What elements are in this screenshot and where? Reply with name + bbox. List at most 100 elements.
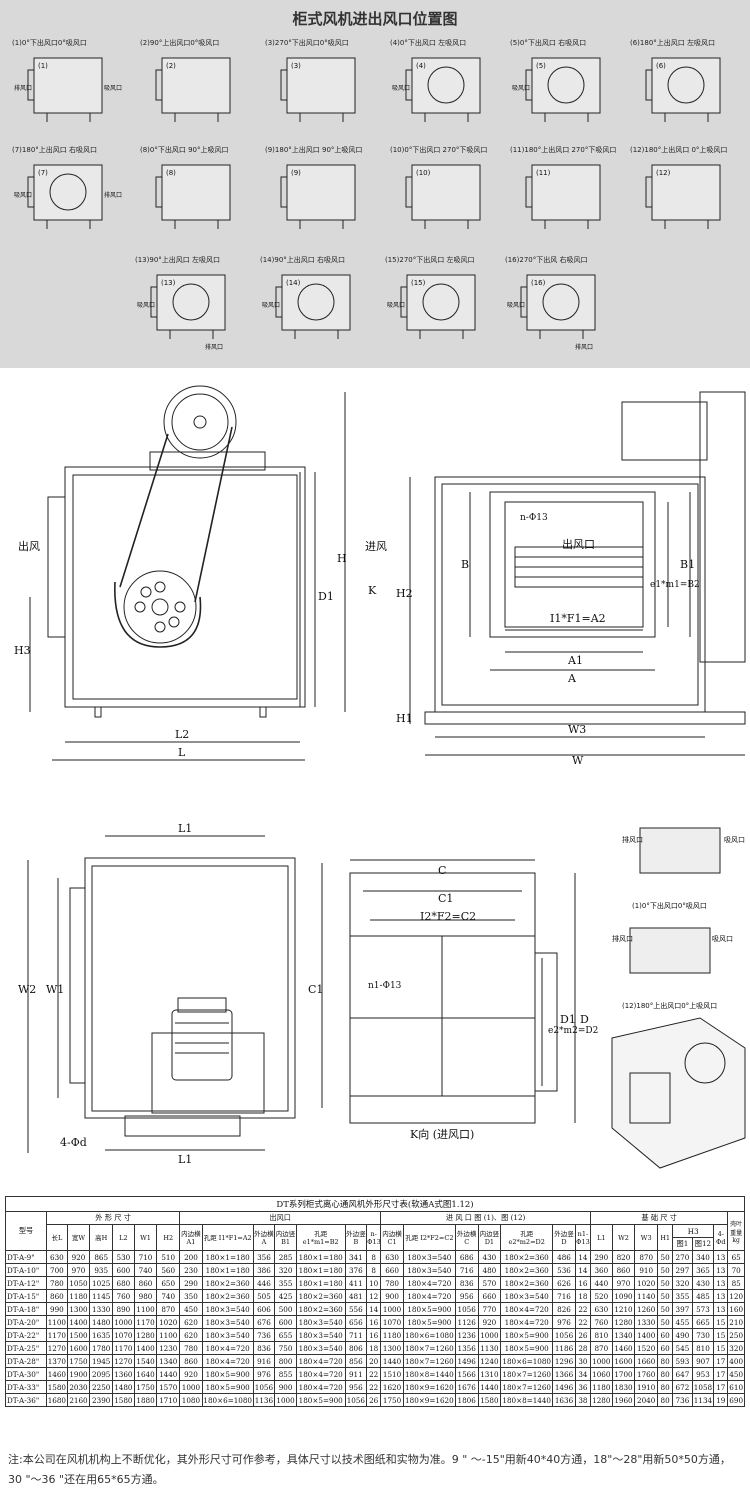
dim-D1-inlet: D1 bbox=[560, 1013, 576, 1026]
orientation-cell: (6)180°上出风口 左吸风口(6) bbox=[630, 38, 748, 138]
orientation-caption: (14)90°上出风口 右吸风口 bbox=[260, 256, 346, 264]
orientation-cell: (1)0°下出风口0°吸风口(1)排风口吸风口 bbox=[12, 38, 130, 138]
table-cell: 606 bbox=[252, 1302, 276, 1316]
table-cell: 665 bbox=[691, 1315, 715, 1329]
inlet-circle bbox=[297, 283, 335, 321]
orientation-cell: (8)0°下出风口 90°上吸风口 (8) bbox=[140, 145, 258, 245]
thumb1-out: 排风口 bbox=[622, 835, 643, 844]
orientation-number: (8) bbox=[166, 169, 176, 177]
dim-H: H bbox=[337, 552, 347, 565]
table-cell: 180×5=900 bbox=[500, 1341, 554, 1355]
orientation-diagram: (3) bbox=[280, 57, 356, 122]
table-cell: 1170 bbox=[112, 1341, 135, 1355]
table-cell: 630 bbox=[380, 1250, 404, 1264]
table-cell: 1270 bbox=[112, 1354, 135, 1368]
outlet-flange bbox=[47, 496, 66, 638]
table-cell: 18 bbox=[574, 1289, 592, 1303]
table-cell: 626 bbox=[552, 1276, 576, 1290]
table-cell: 486 bbox=[552, 1250, 576, 1264]
table-cell: 780 bbox=[380, 1276, 404, 1290]
table-cell: 600 bbox=[274, 1315, 297, 1329]
orientation-caption: (8)0°下出风口 90°上吸风口 bbox=[140, 146, 229, 154]
dim-i1: I1*F1=A2 bbox=[550, 612, 606, 625]
table-cell: 530 bbox=[112, 1250, 135, 1264]
table-cell: 34 bbox=[574, 1367, 592, 1381]
table-cell: 200 bbox=[179, 1250, 203, 1264]
table-cell: 180×5=900 bbox=[402, 1315, 456, 1329]
table-cell: 1640 bbox=[133, 1367, 158, 1381]
orientation-side-left: 吸风口 bbox=[507, 302, 525, 309]
table-cell: 1280 bbox=[590, 1393, 613, 1407]
sub-header: 外边横A bbox=[252, 1224, 276, 1251]
table-cell: 920 bbox=[66, 1250, 91, 1264]
orientation-diagram: (9) bbox=[280, 164, 356, 229]
table-cell: 8 bbox=[366, 1263, 382, 1277]
dim-C1-side: C1 bbox=[308, 983, 323, 996]
dim-C: C bbox=[438, 864, 446, 877]
table-cell: 397 bbox=[672, 1302, 693, 1316]
outlet-frame bbox=[489, 491, 656, 638]
dim-L1-top: L1 bbox=[178, 822, 192, 835]
table-cell: 1400 bbox=[133, 1341, 158, 1355]
table-cell: 970 bbox=[611, 1276, 636, 1290]
sub-header: 内边横C1 bbox=[380, 1224, 404, 1251]
dim-e2: e2*m2=D2 bbox=[548, 1026, 598, 1036]
table-cell: 19 bbox=[713, 1393, 729, 1407]
table-cell: 180×7=1260 bbox=[402, 1341, 456, 1355]
thumb12-in: 吸风口 bbox=[712, 935, 733, 943]
thumb12-caption: (12)180°上出风口0°上吸风口 bbox=[622, 1001, 717, 1010]
table-cell: 10 bbox=[366, 1276, 382, 1290]
thumb-1-body bbox=[639, 827, 721, 874]
table-cell: 1000 bbox=[590, 1354, 613, 1368]
table-cell: 180×4=720 bbox=[201, 1354, 254, 1368]
orientation-number: (7) bbox=[38, 169, 48, 177]
orientation-cell: (7)180°上出风口 右吸风口(7)吸风口排风口 bbox=[12, 145, 130, 245]
orientation-diagram: (5)吸风口 bbox=[512, 57, 601, 122]
table-cell: 180×3=540 bbox=[295, 1341, 346, 1355]
table-cell: 1080 bbox=[179, 1393, 203, 1407]
table-cell: 1496 bbox=[552, 1380, 576, 1394]
table-cell: 1000 bbox=[179, 1380, 203, 1394]
table-cell: 1145 bbox=[89, 1289, 114, 1303]
table-cell: 290 bbox=[590, 1250, 613, 1264]
table-cell: 1180 bbox=[66, 1289, 91, 1303]
table-cell: 750 bbox=[274, 1341, 297, 1355]
table-cell: 1230 bbox=[156, 1341, 181, 1355]
table-cell: 956 bbox=[344, 1380, 368, 1394]
orientation-number: (15) bbox=[411, 279, 426, 287]
table-cell: 1100 bbox=[133, 1302, 158, 1316]
table-cell: 1210 bbox=[611, 1302, 636, 1316]
orientation-cell: (13)90°上出风口 左吸风口(13)吸风口排风口 bbox=[135, 255, 253, 355]
inlet-circle bbox=[49, 173, 87, 211]
orientation-number: (16) bbox=[531, 279, 546, 287]
orientation-cell: (10)0°下出风口 270°下吸风口(10) bbox=[390, 145, 508, 245]
table-cell: 376 bbox=[344, 1263, 368, 1277]
orientation-number: (6) bbox=[656, 62, 666, 70]
table-cell: 911 bbox=[344, 1367, 368, 1381]
dim-feet: 4-Φd bbox=[60, 1136, 87, 1149]
table-cell: 1566 bbox=[454, 1367, 479, 1381]
table-cell: 250 bbox=[727, 1328, 745, 1342]
table-cell: 1090 bbox=[611, 1289, 636, 1303]
table-cell: 180×6=1080 bbox=[201, 1393, 254, 1407]
table-cell: 17 bbox=[713, 1367, 729, 1381]
table-cell: 935 bbox=[89, 1263, 114, 1277]
table-cell: 180×2=360 bbox=[500, 1250, 554, 1264]
table-cell: 8 bbox=[366, 1250, 382, 1264]
table-cell: 1025 bbox=[89, 1276, 114, 1290]
table-cell: 1280 bbox=[611, 1315, 636, 1329]
dimension-table-wrap: DT系列柜式离心通风机外形尺寸表(软通A式图1.12) 型号 外 形 尺 寸 出… bbox=[4, 1196, 745, 1441]
table-cell: 440 bbox=[590, 1276, 613, 1290]
table-cell: 180×4=720 bbox=[500, 1315, 554, 1329]
orientation-cell: (5)0°下出风口 右吸风口(5)吸风口 bbox=[510, 38, 628, 138]
table-cell: 180×1=180 bbox=[201, 1250, 254, 1264]
table-cell: 1580 bbox=[46, 1380, 68, 1394]
orientation-side-left: 吸风口 bbox=[137, 302, 155, 309]
table-cell: DT-A-33" bbox=[4, 1380, 48, 1394]
dim-D1: D1 bbox=[318, 590, 334, 603]
table-cell: 320 bbox=[672, 1276, 693, 1290]
